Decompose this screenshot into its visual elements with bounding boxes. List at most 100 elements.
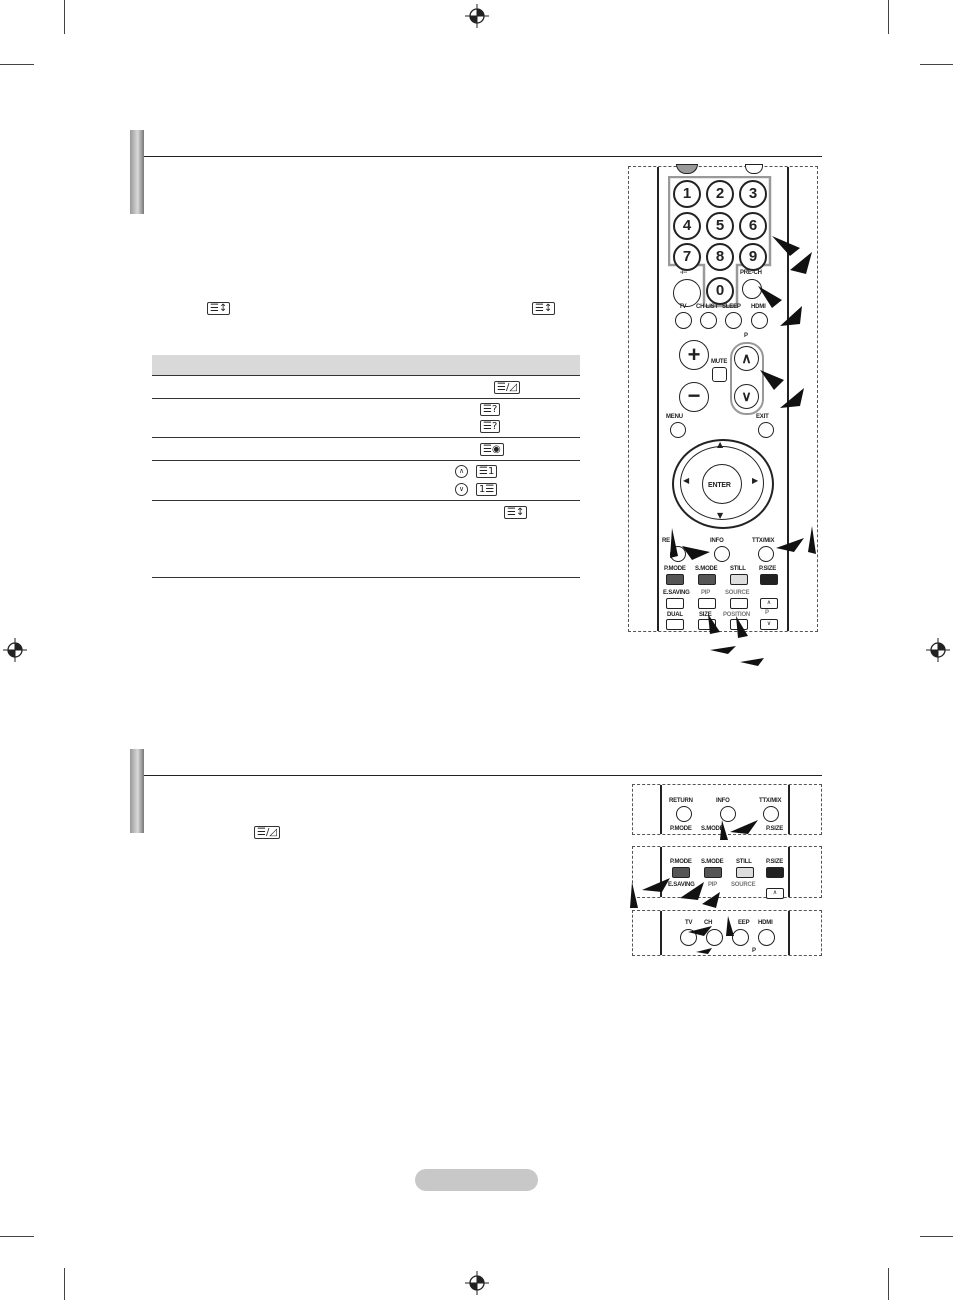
chlist-button[interactable]: [706, 929, 723, 946]
dash-button[interactable]: [673, 279, 701, 307]
tv-button[interactable]: [680, 929, 697, 946]
tv-button[interactable]: [675, 312, 692, 329]
section-2-bar: [130, 749, 144, 833]
enter-button[interactable]: [702, 464, 742, 504]
psize-button[interactable]: [760, 574, 778, 585]
size-label: SIZE: [699, 612, 712, 618]
sleep-button[interactable]: [732, 929, 749, 946]
callout-arrows: [630, 878, 720, 908]
return-button[interactable]: [676, 806, 692, 822]
p2-label: P: [765, 610, 769, 616]
number-key-8[interactable]: 8: [706, 243, 734, 271]
table-row: ☰/◿: [152, 376, 580, 399]
teletext-icon: ☰↕: [532, 302, 556, 315]
channel-up-button[interactable]: ∧: [734, 346, 759, 371]
p-up-button[interactable]: ∧: [760, 598, 778, 609]
esaving-label: E.SAVING: [663, 590, 690, 596]
registration-mark-right: [926, 638, 950, 662]
volume-up-button[interactable]: +: [679, 340, 709, 370]
info-button[interactable]: [714, 546, 730, 562]
esaving-button[interactable]: [666, 598, 684, 609]
info-label: INFO: [716, 798, 730, 804]
still-button[interactable]: [736, 867, 754, 878]
hdmi-label: HDMI: [758, 920, 773, 926]
size-icon: ☰↕: [504, 506, 528, 519]
ttxmix-button[interactable]: [758, 546, 774, 562]
esaving-label: E.SAVING: [668, 882, 695, 888]
pmode-label: P.MODE: [664, 566, 686, 572]
p-up-button[interactable]: ∧: [766, 888, 784, 899]
still-button[interactable]: [730, 574, 748, 585]
smode-label: S.MODE: [701, 826, 724, 832]
section-2-rule: [144, 775, 822, 776]
menu-button[interactable]: [670, 422, 686, 438]
channel-highlight: [730, 342, 764, 415]
number-key-6[interactable]: 6: [739, 212, 767, 240]
number-key-9[interactable]: 9: [739, 243, 767, 271]
number-key-3[interactable]: 3: [739, 180, 767, 208]
ttxmix-label: TTX/MIX: [759, 798, 782, 804]
channel-down-button[interactable]: ∨: [734, 384, 759, 409]
number-key-7[interactable]: 7: [673, 243, 701, 271]
ttxmix-button[interactable]: [763, 806, 779, 822]
tv-label: TV: [685, 920, 693, 926]
still-label: STILL: [736, 859, 752, 865]
hdmi-button[interactable]: [751, 312, 768, 329]
pmode-label: P.MODE: [670, 826, 692, 832]
number-key-2[interactable]: 2: [706, 180, 734, 208]
sleep-label: SLEEP: [722, 304, 741, 310]
mute-button[interactable]: [712, 367, 727, 382]
table-row: ☰◉: [152, 438, 580, 461]
registration-mark-left: [3, 638, 27, 662]
source-button[interactable]: [730, 598, 748, 609]
table-header: [152, 355, 580, 376]
p-label: P: [744, 333, 748, 339]
menu-label: MENU: [666, 414, 683, 420]
dual-button[interactable]: [666, 619, 684, 630]
small-remote-frame-3: [632, 910, 822, 956]
number-key-1[interactable]: 1: [673, 180, 701, 208]
chlist-button[interactable]: [700, 312, 717, 329]
table-row: ∧ ☰1 ∨ 1☰: [152, 461, 580, 501]
remote-illustration-frame: [628, 166, 818, 632]
dual-label: DUAL: [667, 612, 683, 618]
smode-label: S.MODE: [701, 859, 724, 865]
reveal-icon: ☰?: [480, 420, 501, 433]
pip-button[interactable]: [698, 598, 716, 609]
crop-mark: [920, 1236, 953, 1237]
psize-button[interactable]: [766, 867, 784, 878]
smode-button[interactable]: [698, 574, 716, 585]
exit-button[interactable]: [758, 422, 774, 438]
registration-mark-top: [465, 4, 489, 28]
number-key-4[interactable]: 4: [673, 212, 701, 240]
number-key-5[interactable]: 5: [706, 212, 734, 240]
p-down-button[interactable]: ∨: [760, 619, 778, 630]
crop-mark: [888, 1268, 889, 1300]
info-button[interactable]: [720, 806, 736, 822]
number-key-0[interactable]: 0: [706, 277, 734, 305]
p-label: P: [752, 948, 756, 954]
chlist-label: CH LIST: [696, 304, 718, 310]
position-label: POSITION: [723, 612, 751, 618]
pmode-button[interactable]: [666, 574, 684, 585]
arrow-up-icon: ▲: [717, 440, 724, 449]
sleep-button[interactable]: [725, 312, 742, 329]
chevron-up-icon: ∧: [455, 465, 468, 478]
pmode-label: P.MODE: [670, 859, 692, 865]
section-1-bar: [130, 130, 144, 214]
source-label: SOURCE: [725, 590, 750, 596]
crop-mark: [64, 1268, 65, 1300]
enter-label: ENTER: [708, 482, 731, 489]
pip-label: PIP: [708, 882, 718, 888]
teletext-mix-icon: ☰/◿: [494, 381, 521, 394]
prech-label: PRE-CH: [740, 270, 762, 276]
hdmi-button[interactable]: [758, 929, 775, 946]
size-button[interactable]: [698, 619, 716, 630]
page-down-icon: 1☰: [476, 483, 498, 496]
arrow-right-icon: ▶: [752, 476, 759, 485]
pmode-button[interactable]: [672, 867, 690, 878]
volume-down-button[interactable]: −: [679, 382, 709, 412]
smode-button[interactable]: [704, 867, 722, 878]
teletext-icon: ☰↕: [207, 302, 231, 315]
pip-label: PIP: [701, 590, 711, 596]
